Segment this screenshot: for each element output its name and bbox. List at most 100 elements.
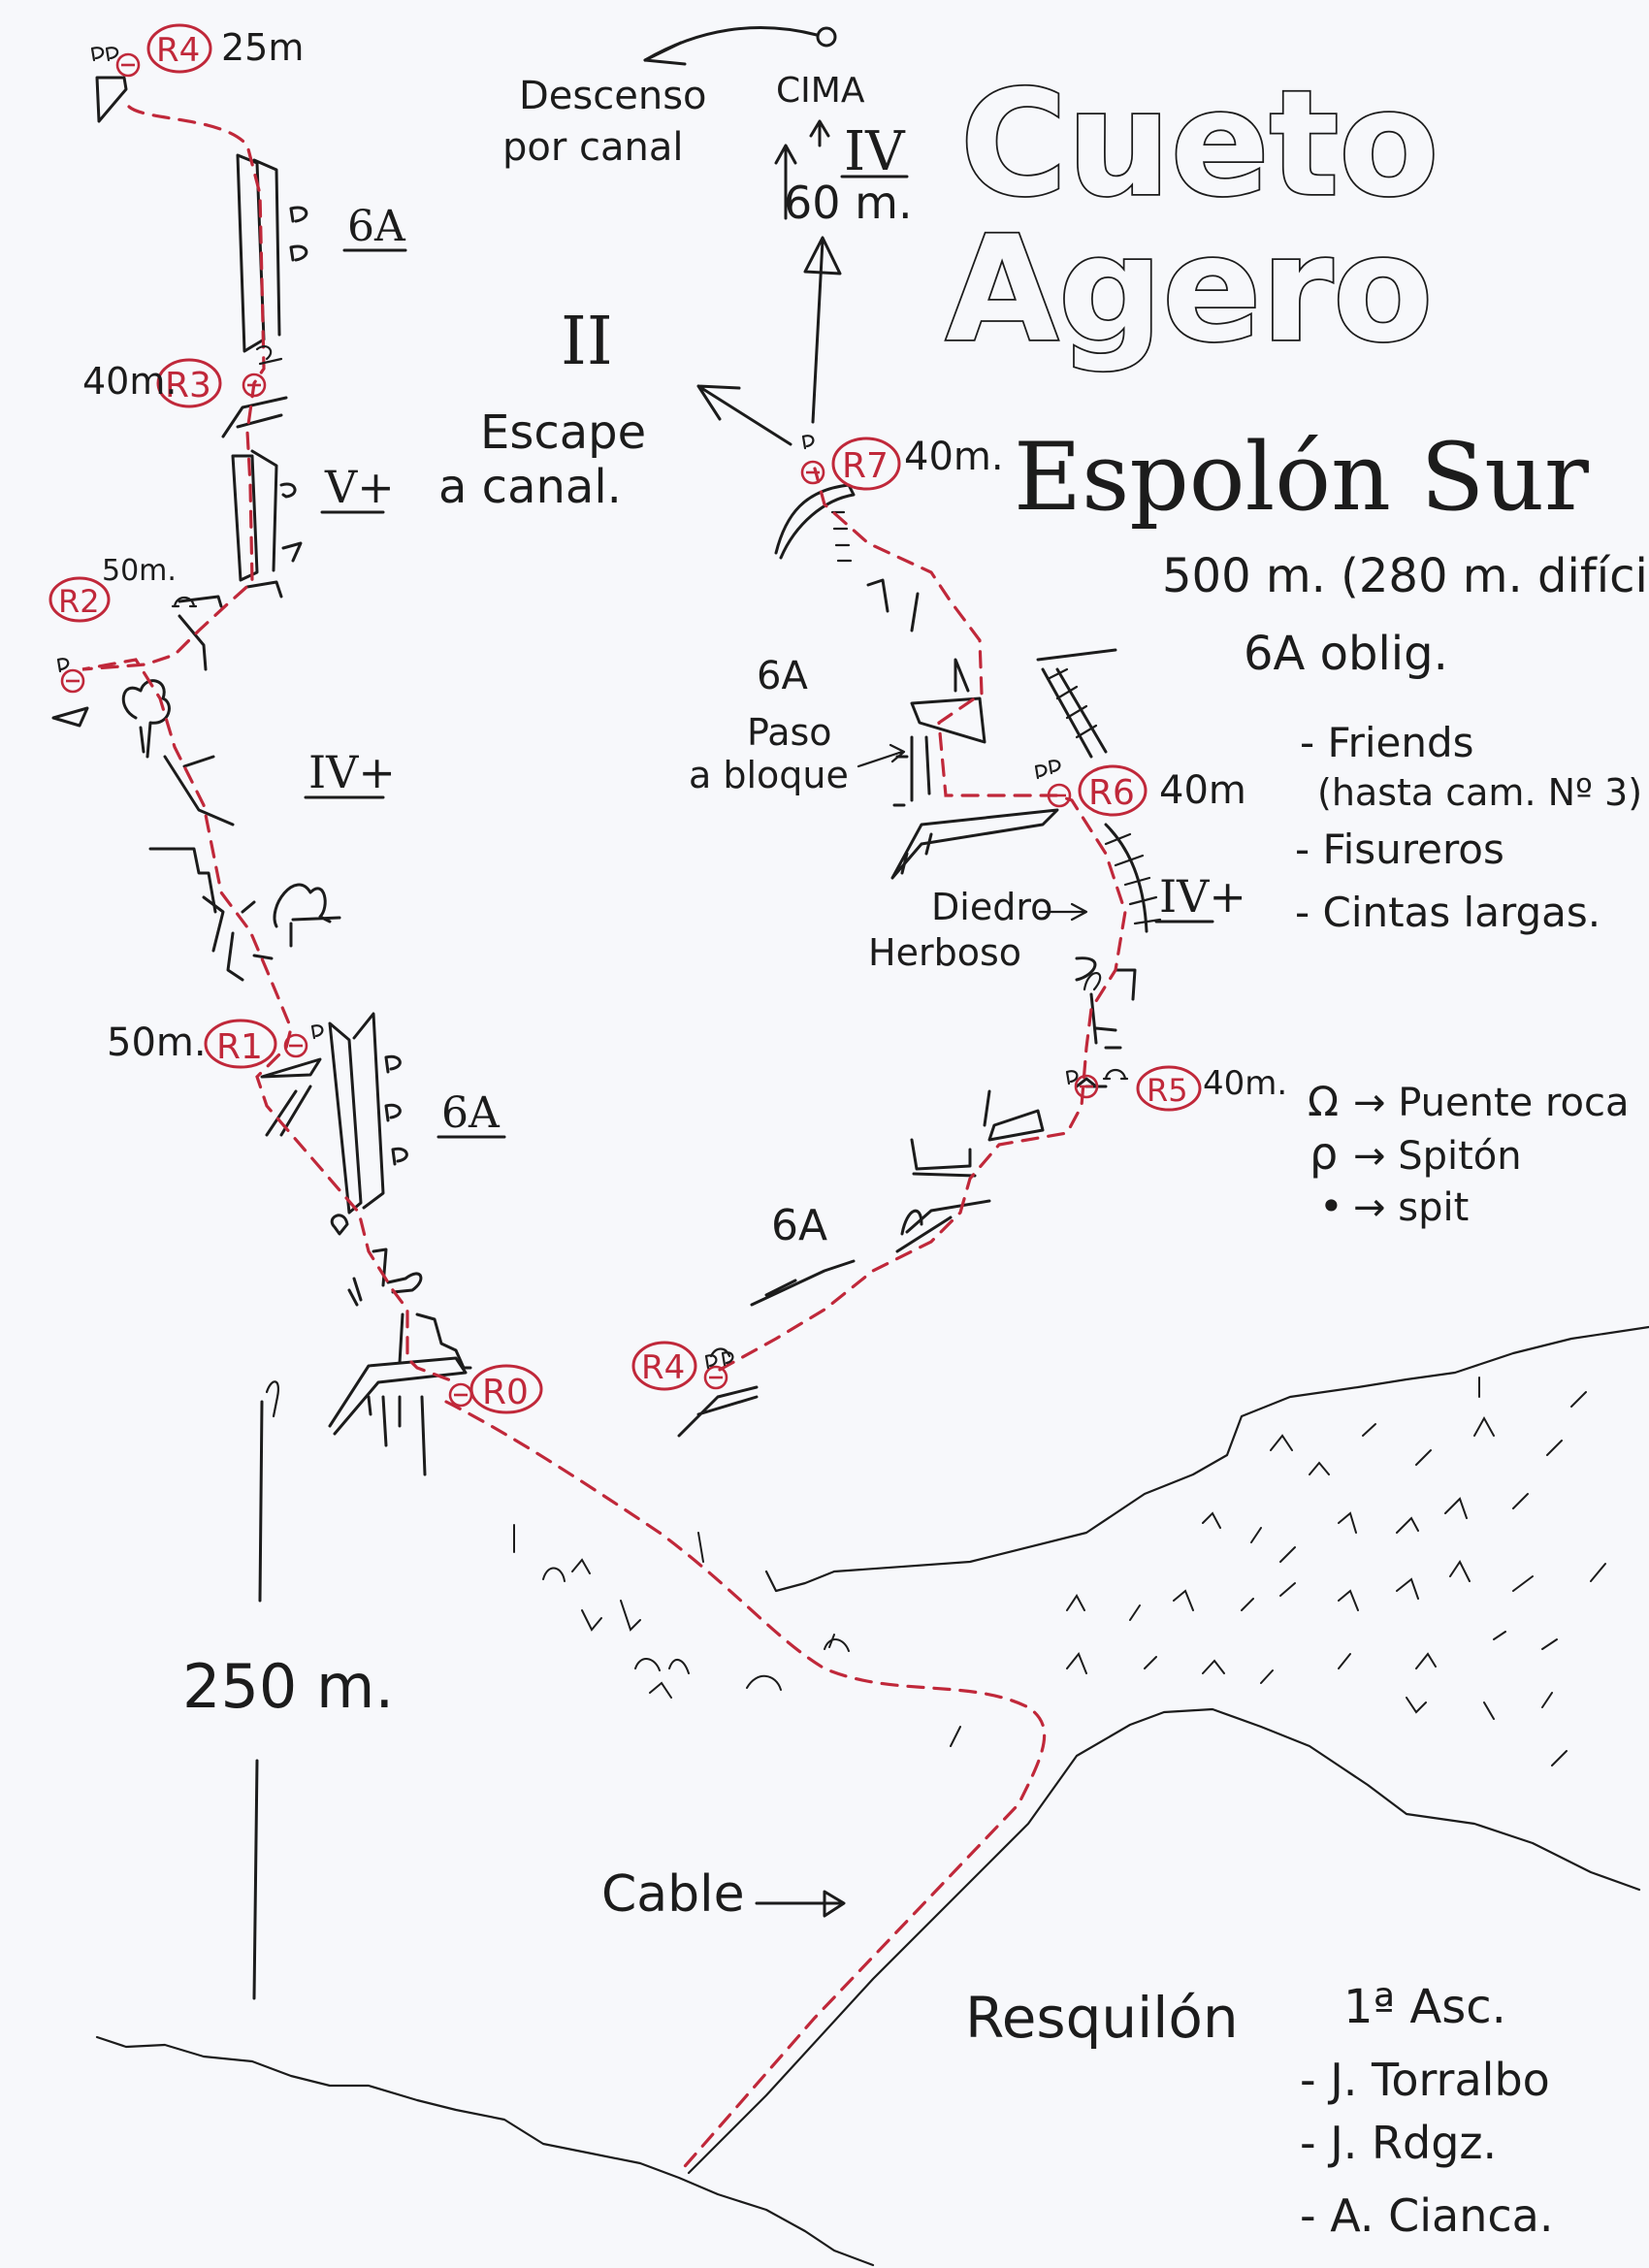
approach-ridge-right <box>764 1325 1649 1593</box>
height-line-bottom <box>252 1759 259 2000</box>
belay-r5: R5 40m. <box>1074 1064 1287 1112</box>
belay-r7: R7 40m. <box>800 435 1004 491</box>
escape-area: II Escape a canal. <box>438 304 792 514</box>
descent-arrow <box>643 26 819 62</box>
approach-route-path <box>444 1400 1047 2175</box>
title-block: Cueto Agero Espolón Sur <box>944 58 1589 532</box>
belay-r7-label: R7 <box>842 446 889 486</box>
legend-symbol-2: ρ <box>1310 1127 1338 1180</box>
summit-arrow-main <box>803 236 842 424</box>
belay-r1: R1 50m. <box>107 1019 308 1069</box>
first-ascent: 1ª Asc. - J. Torralbo - J. Rdgz. - A. Ci… <box>1300 1980 1553 2242</box>
paso-arrow <box>857 743 906 768</box>
belay-r4-top-length: 25m <box>221 26 304 69</box>
climber-3: - A. Cianca. <box>1300 2189 1553 2242</box>
grade-right-6a-upper: 6A <box>757 654 808 698</box>
right-route-path <box>718 467 1127 1372</box>
belay-r4-top-label: R4 <box>156 31 200 70</box>
belay-r2: R2 50m. <box>48 554 177 694</box>
diedro-arrow <box>1038 902 1088 922</box>
summit-grade: IV <box>844 120 906 183</box>
belay-r3-length: 40m. <box>82 360 177 403</box>
escape-label-1: Escape <box>480 405 646 460</box>
ground-line <box>95 2035 875 2267</box>
resquilon-label: Resquilón <box>965 1985 1239 2051</box>
approach-height: 250 m. <box>182 1651 394 1722</box>
approach-ridge-lower <box>687 1707 1641 2175</box>
legend-text-3: → spit <box>1353 1185 1469 1230</box>
gear-item-1: - Friends <box>1300 719 1474 766</box>
legend-symbol-1: Ω <box>1308 1078 1339 1125</box>
escape-grade: II <box>561 304 613 380</box>
route-length: 500 m. (280 m. difícil) <box>1162 549 1649 603</box>
belay-r6-length: 40m <box>1159 768 1246 813</box>
summit-length: 60 m. <box>784 177 913 229</box>
terrain: 250 m. <box>95 1325 1649 2267</box>
belay-r5-label: R5 <box>1147 1072 1188 1109</box>
belay-r4-top: R4 25m <box>115 23 304 78</box>
summit-label: CIMA <box>776 71 865 111</box>
summit-arrow-small-1 <box>774 144 797 220</box>
pitch-grades: 6A IV+ V+ 6A 6A 6A IV+ <box>304 202 1246 1250</box>
right-route-rock <box>677 483 1162 1438</box>
diedro-label-2: Herboso <box>868 931 1021 974</box>
belay-r0: R0 <box>448 1364 543 1414</box>
belay-r3-label: R3 <box>165 366 211 405</box>
paso-label-2: a bloque <box>689 754 849 796</box>
gear-item-4: - Cintas largas. <box>1295 889 1600 936</box>
first-ascent-heading: 1ª Asc. <box>1343 1980 1506 2034</box>
title-line1: Cueto <box>960 60 1439 229</box>
grade-left-ivplus: IV+ <box>308 746 396 798</box>
belay-r6-label: R6 <box>1088 773 1135 813</box>
gear-item-2: (hasta cam. Nº 3) <box>1317 771 1642 814</box>
belay-r0-label: R0 <box>482 1373 529 1412</box>
belay-r6: R6 40m <box>1047 764 1246 817</box>
belay-r7-length: 40m. <box>904 435 1004 479</box>
diedro-label-1: Diedro <box>931 886 1052 928</box>
grade-right-ivplus: IV+ <box>1159 870 1246 923</box>
route-info: 500 m. (280 m. difícil) 6A oblig. - Frie… <box>1162 549 1649 936</box>
grass-tufts <box>513 1377 1606 1766</box>
belay-r4-right: R4 <box>631 1341 728 1391</box>
grade-left-6a-upper: 6A <box>347 202 406 251</box>
legend-text-1: → Puente roca <box>1353 1081 1630 1125</box>
descent-label-1: Descenso <box>519 74 707 118</box>
belay-r5-length: 40m. <box>1203 1064 1287 1103</box>
cable-arrow <box>755 1890 846 1918</box>
cable-label: Cable <box>601 1865 745 1924</box>
descent-arrowhead <box>643 41 687 66</box>
route-grade: 6A oblig. <box>1244 627 1448 681</box>
left-route-rock <box>51 76 472 1476</box>
paso-label-1: Paso <box>747 711 832 754</box>
title-line2: Agero <box>946 206 1433 374</box>
escape-arrow <box>696 384 792 446</box>
grade-right-6a-lower: 6A <box>771 1201 827 1250</box>
piton-marks <box>56 47 1129 1370</box>
escape-label-2: a canal. <box>438 460 622 514</box>
height-line-top <box>258 1400 264 1603</box>
belay-r1-length: 50m. <box>107 1021 207 1065</box>
grade-left-6a-lower: 6A <box>441 1088 501 1138</box>
belay-r2-length: 50m. <box>102 554 177 588</box>
belay-r4-right-label: R4 <box>641 1348 685 1387</box>
grade-left-vplus: V+ <box>324 461 395 513</box>
summit-circle <box>816 26 837 48</box>
climber-1: - J. Torralbo <box>1300 2054 1550 2106</box>
route-lines <box>81 105 1127 2175</box>
gear-item-3: - Fisureros <box>1295 826 1504 873</box>
summit-area: Descenso por canal CIMA IV 60 m. <box>502 26 913 424</box>
descent-label-2: por canal <box>502 125 684 170</box>
legend-symbol-3: • <box>1319 1183 1343 1230</box>
belay-r1-label: R1 <box>216 1027 263 1067</box>
belay-stations: R0 R1 50m. R2 50m. R3 40m. <box>48 23 1287 1414</box>
left-route-path <box>81 105 458 1384</box>
feature-labels: Paso a bloque Diedro Herboso Cable Resqu… <box>601 711 1239 2051</box>
summit-arrow-small-2 <box>809 119 830 147</box>
belay-r2-label: R2 <box>58 583 100 620</box>
belay-r3: R3 40m. <box>82 358 267 408</box>
subtitle: Espolón Sur <box>1014 423 1589 532</box>
legend-text-2: → Spitón <box>1353 1134 1522 1179</box>
symbol-legend: Ω → Puente roca ρ → Spitón • → spit <box>1308 1078 1630 1230</box>
climber-2: - J. Rdgz. <box>1300 2117 1497 2169</box>
